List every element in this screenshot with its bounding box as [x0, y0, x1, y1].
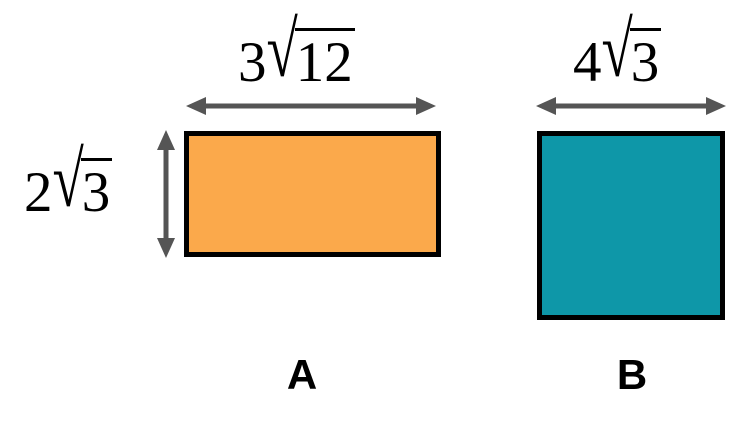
double-headed-horizontal-arrow-icon-a — [186, 95, 436, 117]
rectangle-a-shape — [184, 131, 441, 257]
rectangle-a-width-radical: √12 — [267, 11, 355, 91]
rectangle-a-height-coefficient: 2 — [24, 161, 53, 224]
figure-caption-b: B — [616, 351, 648, 398]
square-b-width-radical: √3 — [602, 11, 662, 91]
square-b-width-label: 4√3 — [573, 11, 662, 94]
rectangle-a-height-radicand: 3 — [80, 158, 113, 221]
radical-sign-icon: √ — [266, 6, 298, 94]
square-b-width-radicand: 3 — [629, 28, 662, 91]
double-headed-horizontal-arrow-icon-b — [536, 95, 726, 117]
rectangle-a-height-label: 2√3 — [24, 141, 113, 224]
rectangle-a-height-radical: √3 — [53, 141, 113, 221]
rectangle-a-width-coefficient: 3 — [238, 31, 267, 94]
square-b-width-coefficient: 4 — [573, 31, 602, 94]
double-headed-vertical-arrow-icon-a — [155, 130, 177, 258]
radical-sign-icon: √ — [52, 136, 84, 224]
square-b-shape — [537, 131, 725, 320]
radical-sign-icon: √ — [601, 6, 633, 94]
rectangle-a-width-radicand: 12 — [294, 28, 355, 91]
figure-caption-a: A — [286, 351, 318, 398]
rectangle-a-width-label: 3√12 — [238, 11, 355, 94]
